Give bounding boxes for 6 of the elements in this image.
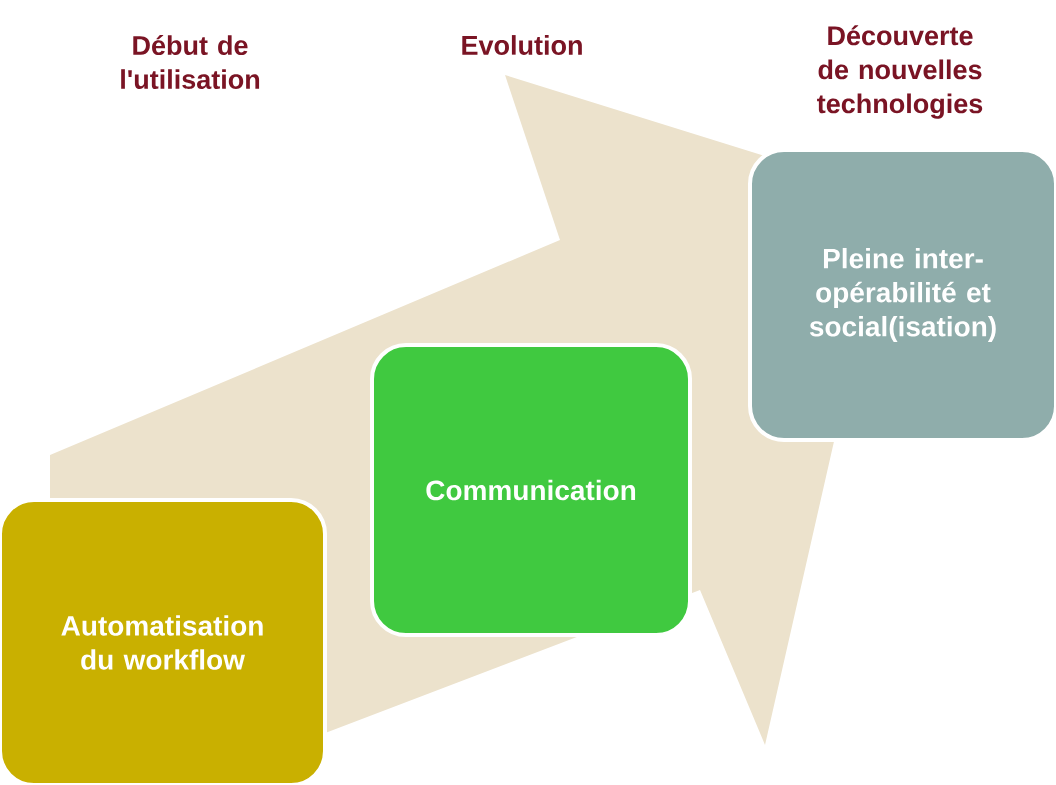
heading: Début de l'utilisation bbox=[121, 34, 260, 90]
rounded-box: Communication bbox=[370, 343, 692, 637]
heading: Découverte de nouvelles technologies bbox=[817, 25, 983, 119]
rounded-box: Automatisation du workflow bbox=[0, 498, 327, 785]
heading: Evolution bbox=[462, 35, 582, 55]
rounded-box: Pleine inter-opérabilité et social(isation) bbox=[748, 148, 1056, 442]
